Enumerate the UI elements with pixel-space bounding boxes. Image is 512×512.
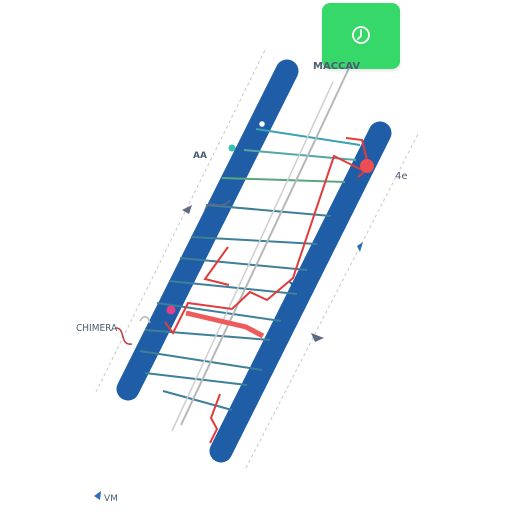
bottom-left-label: VM <box>104 494 118 504</box>
curl-decoration <box>204 199 231 211</box>
right-upper-label: 4e <box>395 171 408 182</box>
left-arrow-icon <box>182 205 192 214</box>
right-arrow-icon <box>311 333 324 342</box>
rung <box>162 390 233 411</box>
red-signal-path <box>164 154 363 335</box>
status-icon-button[interactable] <box>322 3 400 69</box>
right-rail <box>209 121 392 463</box>
small-hook <box>139 316 151 324</box>
rung <box>190 236 318 245</box>
triangle-icon <box>357 242 363 252</box>
red-marker-icon <box>360 159 374 173</box>
magenta-marker-icon <box>166 305 176 315</box>
rung <box>139 350 263 371</box>
rung <box>156 302 282 322</box>
center-guide-line-secondary <box>171 81 334 432</box>
small-node-icon <box>257 119 267 129</box>
right-dashed-guide <box>245 133 419 469</box>
left-red-curl <box>115 327 133 345</box>
thick-red-segment <box>185 310 265 339</box>
red-signal-path-upper <box>345 137 371 178</box>
rail-notch <box>289 281 307 299</box>
top-right-label: MACCAV <box>313 61 361 72</box>
rung <box>205 204 332 217</box>
rung <box>144 329 271 341</box>
left-upper-label: AA <box>193 151 207 161</box>
left-middle-label: CHIMERA <box>76 323 118 334</box>
rung <box>179 257 308 271</box>
teal-node-icon <box>228 144 236 152</box>
red-signal-path-lower <box>209 393 221 444</box>
circle-cursor-icon <box>352 26 370 44</box>
left-dashed-guide <box>95 49 266 393</box>
center-guide-line <box>180 65 351 426</box>
red-signal-path-mid <box>203 246 230 286</box>
bottom-triangle-icon <box>94 491 101 500</box>
rungs <box>139 128 361 411</box>
